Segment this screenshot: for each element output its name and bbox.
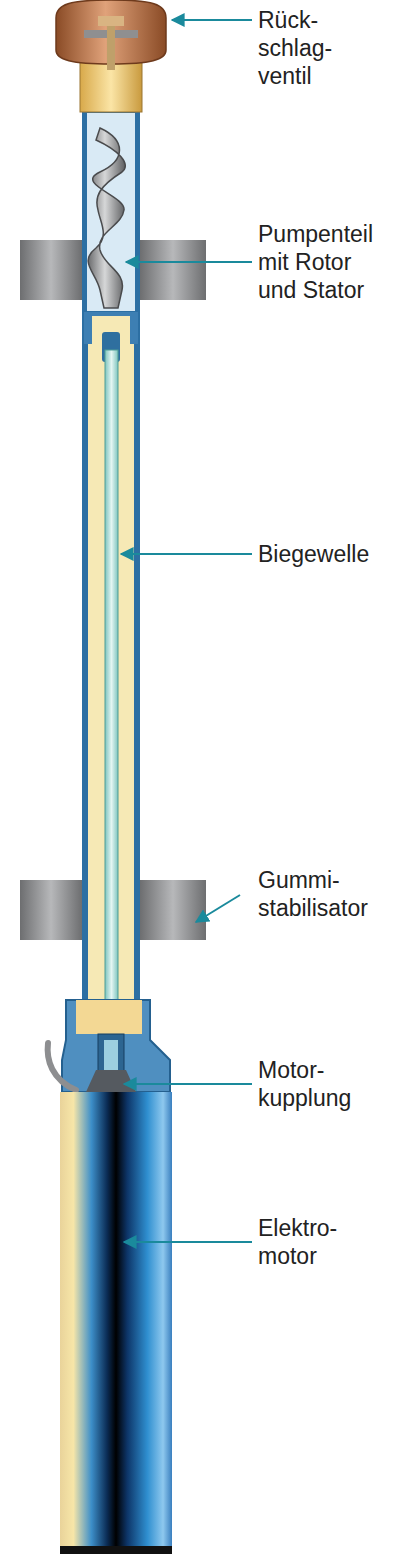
part-label: Elektro- motor xyxy=(258,1214,380,1270)
part-label: Rück- schlag- ventil xyxy=(258,6,342,90)
part-label: Biegewelle xyxy=(258,540,394,568)
part-label: Motor- kupplung xyxy=(258,1056,380,1112)
part-label: Pumpenteil mit Rotor und Stator xyxy=(258,220,384,304)
part-label: Gummi- stabilisator xyxy=(258,866,394,922)
